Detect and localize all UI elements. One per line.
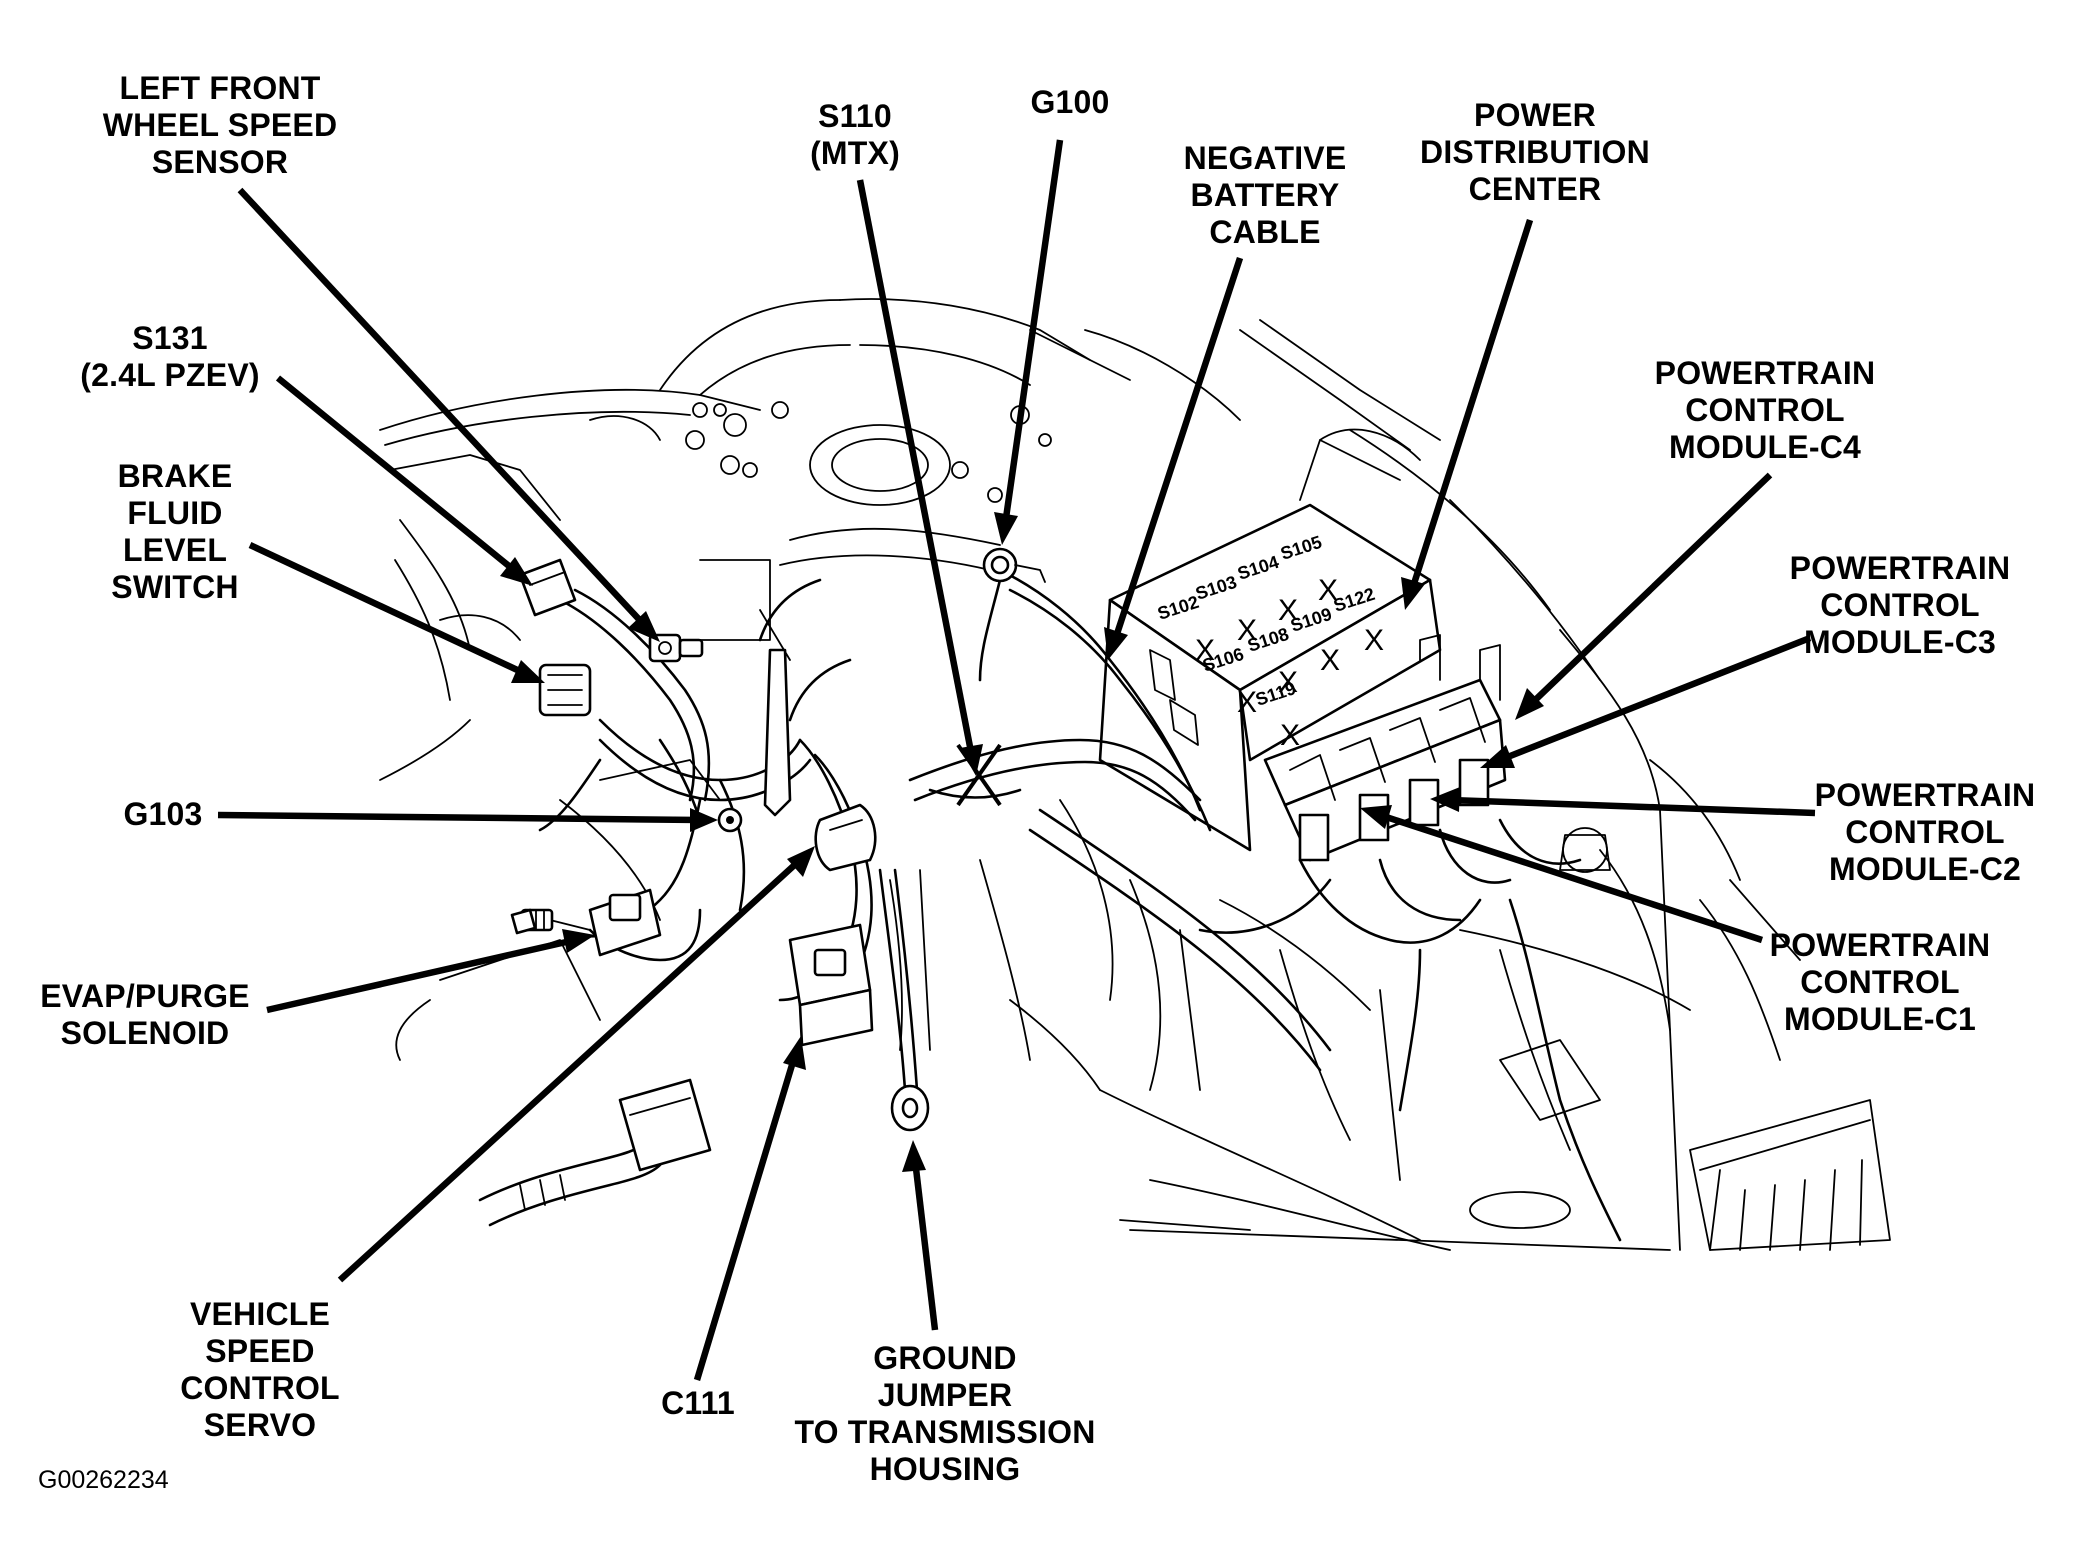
wheel-speed-sensor-connector: [648, 633, 704, 663]
arrowhead-c111: [783, 1036, 806, 1070]
splice-mark-s108: X: [1278, 666, 1298, 699]
arrowhead-g103: [690, 808, 718, 832]
arrowhead-ground-jumper: [902, 1140, 926, 1172]
pcm-connector-block: [1263, 634, 1507, 862]
arrowhead-s131: [500, 557, 533, 586]
leader-s131: [275, 375, 523, 578]
figure-id: G00262234: [38, 1466, 169, 1494]
leader-power-distribution-center: [1408, 219, 1534, 591]
splice-mark-s105: X: [1318, 574, 1338, 607]
splice-mark-s103: X: [1237, 614, 1257, 647]
g103-ground-stud: [717, 648, 792, 833]
leader-vehicle-speed-control-servo: [337, 857, 803, 1283]
engine-compartment-line-art: [379, 298, 1891, 1251]
label-power-distribution-center: POWER DISTRIBUTION CENTER: [1420, 97, 1650, 207]
label-pcm-c1: POWERTRAIN CONTROL MODULE-C1: [1769, 927, 1991, 1037]
arrowhead-pcm-c4: [1515, 688, 1544, 720]
label-s131: S131 (2.4L PZEV): [80, 320, 260, 393]
arrowhead-left-front-wheel-speed-sensor: [628, 611, 660, 642]
leader-g103: [217, 811, 701, 824]
leader-arrows: [217, 139, 1816, 1381]
label-pcm-c4: POWERTRAIN CONTROL MODULE-C4: [1654, 355, 1876, 465]
label-left-front-wheel-speed-sensor: LEFT FRONT WHEEL SPEED SENSOR: [102, 70, 338, 180]
leader-brake-fluid-level-switch: [248, 542, 530, 678]
arrowhead-vehicle-speed-control-servo: [787, 846, 815, 877]
leader-pcm-c4: [1527, 472, 1773, 708]
evap-purge-solenoid-component: [520, 888, 662, 957]
leader-evap-purge-solenoid: [266, 936, 576, 1014]
leader-left-front-wheel-speed-sensor: [237, 187, 650, 631]
leader-negative-battery-cable: [1111, 256, 1244, 642]
label-g103: G103: [123, 796, 203, 832]
splice-mark-s122: X: [1364, 624, 1384, 657]
leader-pcm-c1: [1378, 811, 1764, 944]
splice-mark-s106: X: [1237, 686, 1257, 719]
leader-pcm-c3: [1498, 634, 1812, 764]
bolt-evap: [510, 908, 537, 935]
arrowhead-negative-battery-cable: [1104, 627, 1128, 660]
leader-ground-jumper: [911, 1159, 939, 1331]
label-negative-battery-cable: NEGATIVE BATTERY CABLE: [1183, 140, 1347, 250]
wiring-harnesses: [538, 568, 1622, 1242]
label-s110: S110 (MTX): [810, 98, 900, 171]
arrowhead-pcm-c3: [1480, 745, 1515, 768]
splice-mark-s104: X: [1278, 594, 1298, 627]
leader-g100: [1001, 139, 1064, 526]
arrowhead-s110: [960, 744, 983, 776]
label-g100: G100: [1030, 84, 1110, 120]
splice-mark-s102: X: [1195, 634, 1215, 667]
c111-connector-component: [788, 923, 874, 1047]
label-evap-purge-solenoid: EVAP/PURGE SOLENOID: [40, 978, 250, 1051]
arrowhead-pcm-c1: [1360, 805, 1392, 829]
label-pcm-c2: POWERTRAIN CONTROL MODULE-C2: [1814, 777, 2036, 887]
arrowhead-pcm-c2: [1430, 787, 1460, 812]
vehicle-speed-control-servo-component: [814, 803, 877, 872]
arrowhead-power-distribution-center: [1401, 577, 1425, 610]
lower-left-hose-and-connector: [478, 1078, 712, 1227]
splice-mark-s109: X: [1320, 644, 1340, 677]
ground-jumper-component: [878, 868, 930, 1132]
arrowhead-evap-purge-solenoid: [562, 929, 595, 953]
label-brake-fluid-level-switch: BRAKE FLUID LEVEL SWITCH: [111, 458, 239, 605]
label-c111: C111: [661, 1385, 735, 1421]
label-vehicle-speed-control-servo: VEHICLE SPEED CONTROL SERVO: [180, 1296, 340, 1443]
leader-s110: [856, 179, 976, 758]
leader-c111: [693, 1054, 799, 1381]
brake-fluid-level-switch-component: [538, 663, 592, 717]
splice-mark-s119: X: [1280, 719, 1300, 752]
g100-ground-stud: [982, 547, 1046, 583]
arrowhead-g100: [994, 512, 1018, 545]
label-ground-jumper: GROUND JUMPER TO TRANSMISSION HOUSING: [794, 1340, 1096, 1487]
label-pcm-c3: POWERTRAIN CONTROL MODULE-C3: [1789, 550, 2011, 660]
s131-splice-component: [518, 558, 577, 617]
leader-pcm-c2: [1449, 796, 1816, 817]
arrowhead-brake-fluid-level-switch: [511, 660, 545, 683]
